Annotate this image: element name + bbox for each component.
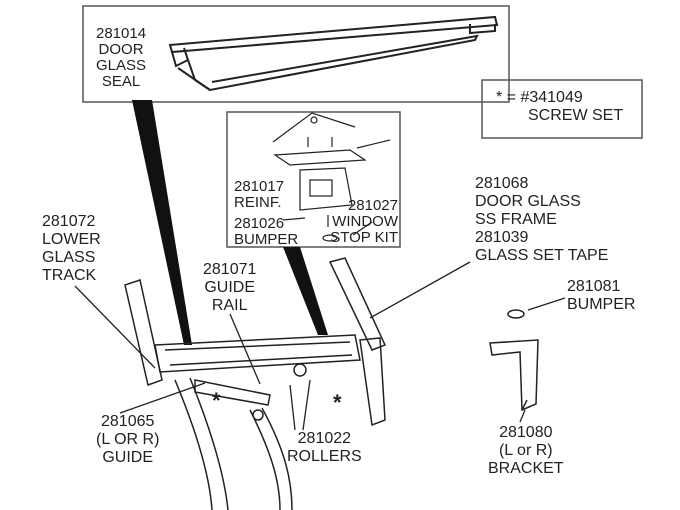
part-number: 281081 xyxy=(567,278,621,295)
label-line: TRACK xyxy=(42,267,97,284)
part-number: 281071 xyxy=(203,261,257,278)
callout-281065-guide: 281065 (L OR R) GUIDE xyxy=(96,413,159,467)
asterisk-screw-marker: * xyxy=(333,390,342,415)
callout-281014-door-glass-seal: 281014 DOOR GLASS SEAL xyxy=(96,26,146,90)
label-line: ROLLERS xyxy=(287,448,362,465)
label-line: GLASS xyxy=(96,57,147,74)
callout-281026-bumper: 281026 BUMPER xyxy=(234,216,298,248)
asterisk-screw-marker: * xyxy=(212,388,221,413)
label-line: SEAL xyxy=(101,73,141,90)
label-line: GLASS xyxy=(42,249,96,266)
label-line: WINDOW xyxy=(332,213,398,230)
part-number: 281022 xyxy=(297,430,352,447)
callout-281027-window-stop-kit: 281027 WINDOW STOP KIT xyxy=(318,198,398,246)
callout-281071-guide-rail: 281071 GUIDE RAIL xyxy=(203,261,256,315)
callout-281080-bracket: 281080 (L or R) BRACKET xyxy=(488,424,564,478)
part-number: 281065 xyxy=(101,413,155,430)
part-number: 281026 xyxy=(234,215,285,232)
screw-set-key: * = #341049 xyxy=(496,89,583,106)
label-line: DOOR GLASS xyxy=(475,193,581,210)
callout-screw-set: * = #341049 SCREW SET xyxy=(496,89,623,125)
label-line: SS FRAME xyxy=(475,211,557,228)
part-number: 281027 xyxy=(347,197,398,214)
label-line: LOWER xyxy=(42,231,101,248)
part-number: 281014 xyxy=(96,25,147,42)
leader-lines xyxy=(74,217,566,431)
label-line: (L or R) xyxy=(498,442,553,459)
label-line: BUMPER xyxy=(234,231,299,248)
callout-281017-reinf: 281017 REINF. xyxy=(234,179,284,211)
label-line: BUMPER xyxy=(567,296,636,313)
seal-leader xyxy=(132,100,192,345)
label-line: BRACKET xyxy=(488,460,564,477)
label-line: (L OR R) xyxy=(96,431,160,448)
label-line: STOP KIT xyxy=(330,229,398,246)
label-line: RAIL xyxy=(211,297,248,314)
screw-set-box xyxy=(481,79,643,139)
callout-281068-door-glass-frame: 281068 DOOR GLASS SS FRAME 281039 GLASS … xyxy=(475,175,608,265)
label-line: GUIDE xyxy=(204,279,256,296)
part-number: 281072 xyxy=(42,213,96,230)
window-stop-kit-drawing xyxy=(272,112,391,242)
part-number: 281080 xyxy=(499,424,553,441)
door-glass-assembly-drawing xyxy=(124,257,387,510)
kit-leader xyxy=(283,247,328,335)
label-line: GLASS SET TAPE xyxy=(475,247,609,264)
label-line: REINF. xyxy=(234,194,282,211)
seal-detail-box xyxy=(82,5,510,103)
door-glass-seal-drawing xyxy=(168,15,499,92)
label-line: GUIDE xyxy=(102,449,154,466)
part-number: 281017 xyxy=(234,178,285,195)
part-number: 281039 xyxy=(475,229,529,246)
callout-281072-lower-glass-track: 281072 LOWER GLASS TRACK xyxy=(42,213,101,285)
bracket-drawing xyxy=(489,309,539,412)
callout-281022-rollers: 281022 ROLLERS xyxy=(287,430,362,466)
window-stop-kit-box xyxy=(226,111,401,248)
part-number: 281068 xyxy=(475,175,529,192)
callout-281081-bumper: 281081 BUMPER xyxy=(567,278,635,314)
label-line: DOOR xyxy=(98,41,144,58)
label-line: SCREW SET xyxy=(528,107,624,124)
